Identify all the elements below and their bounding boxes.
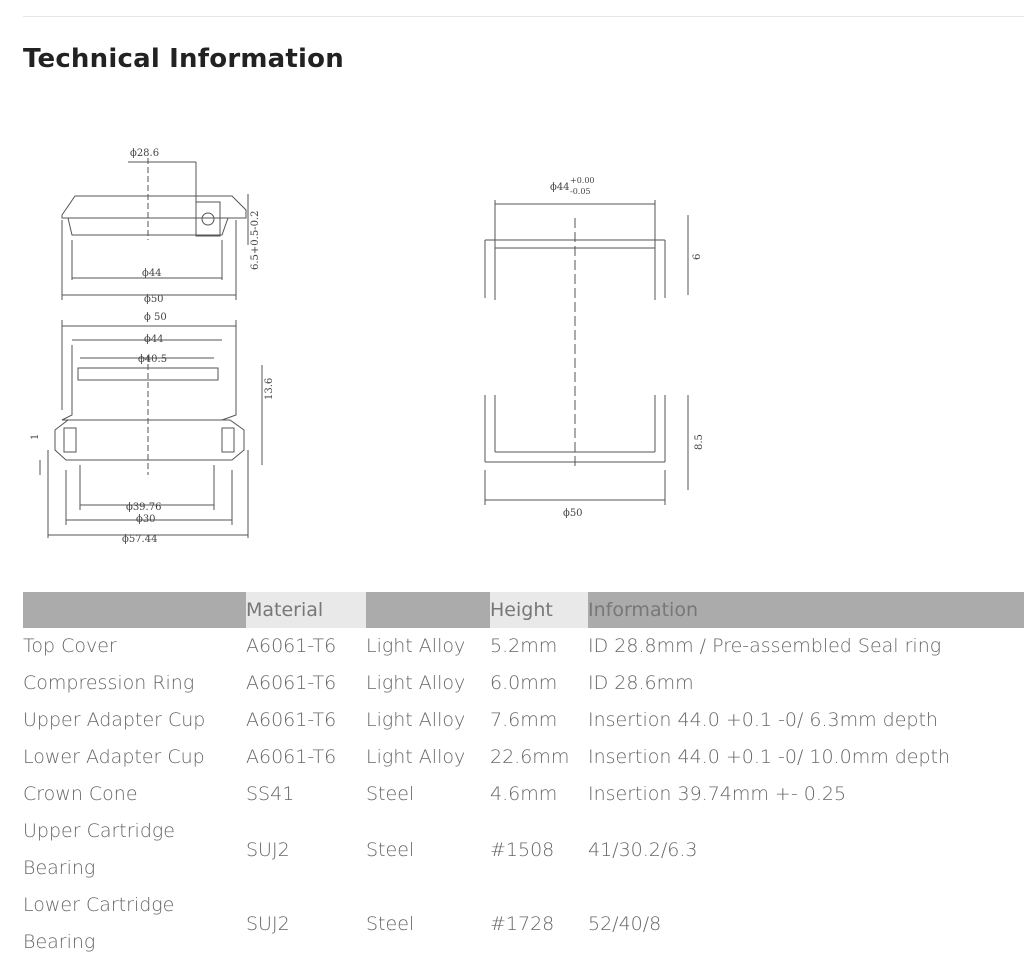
cell-part: Lower Adapter Cup [23,746,205,768]
svg-text:ϕ39.76: ϕ39.76 [126,502,161,513]
cell-part: Compression Ring [23,672,195,694]
cell-height: 22.6mm [490,746,570,768]
cell-part: Upper Cartridge Bearing [23,820,175,879]
svg-text:6.5+0.5-0.2: 6.5+0.5-0.2 [250,211,261,270]
cell-material-type: Steel [366,838,415,861]
spec-table: Material Height Information Top Cover A6… [23,592,1024,961]
upper-cup-outline-right [484,239,666,298]
header-height: Height [490,592,588,628]
cell-information: ID 28.6mm [588,672,694,694]
table-row: Upper Adapter Cup A6061-T6 Light Alloy 7… [23,702,1024,739]
compression-ring-outline [67,217,229,236]
cell-height: #1728 [490,912,555,935]
cell-part: Crown Cone [23,783,138,805]
header-information: Information [588,592,1024,628]
top-divider [23,16,1024,17]
svg-text:ϕ50: ϕ50 [144,294,164,305]
svg-text:8.5: 8.5 [694,434,705,450]
table-row: Lower Cartridge Bearing SUJ2 Steel #1728… [23,887,1024,961]
cell-height: 7.6mm [490,709,558,731]
table-row: Lower Adapter Cup A6061-T6 Light Alloy 2… [23,739,1024,776]
svg-text:13.6: 13.6 [264,378,275,400]
lower-bearing-outline [54,419,245,461]
cell-material-type: Steel [366,912,415,935]
cell-material: A6061-T6 [246,709,337,731]
top-cover-outline [61,195,247,219]
spec-table-header: Material Height Information [23,592,1024,628]
svg-text:ϕ44: ϕ44 [142,268,162,279]
svg-text:ϕ 50: ϕ 50 [144,312,167,323]
cell-part: Top Cover [23,635,117,657]
svg-text:ϕ40.5: ϕ40.5 [138,354,167,365]
cell-material: SS41 [246,783,295,805]
cell-information: 52/40/8 [588,912,662,935]
cell-material-type: Light Alloy [366,672,466,694]
svg-text:ϕ30: ϕ30 [136,514,156,525]
cell-material-type: Light Alloy [366,635,466,657]
cell-part: Upper Adapter Cup [23,709,206,731]
cell-material: SUJ2 [246,912,290,935]
header-material: Material [246,592,366,628]
cell-height: #1508 [490,838,555,861]
cell-height: 5.2mm [490,635,558,657]
cell-height: 4.6mm [490,783,558,805]
table-row: Compression Ring A6061-T6 Light Alloy 6.… [23,665,1024,702]
lower-cup-outline-right [484,395,666,463]
svg-text:+0.00: +0.00 [570,176,595,185]
cell-material: A6061-T6 [246,746,337,768]
seal-ring-outline [195,201,221,237]
cell-material-type: Light Alloy [366,746,466,768]
cell-height: 6.0mm [490,672,558,694]
cell-part: Lower Cartridge Bearing [23,894,175,953]
section-title: Technical Information [23,44,344,74]
svg-text:ϕ44: ϕ44 [144,334,164,345]
cell-material-type: Steel [366,783,415,805]
svg-text:-0.05: -0.05 [570,187,591,196]
cell-information: Insertion 44.0 +0.1 -0/ 10.0mm depth [588,746,951,768]
cell-material: A6061-T6 [246,635,337,657]
table-row: Upper Cartridge Bearing SUJ2 Steel #1508… [23,813,1024,887]
svg-text:ϕ28.6: ϕ28.6 [130,148,159,159]
svg-text:ϕ50: ϕ50 [563,508,583,519]
svg-text:6: 6 [692,254,703,260]
header-material-type [366,592,490,628]
svg-text:1: 1 [30,434,41,440]
cell-information: 41/30.2/6.3 [588,838,698,861]
cell-material: A6061-T6 [246,672,337,694]
cell-information: ID 28.8mm / Pre-assembled Seal ring [588,635,942,657]
svg-text:ϕ44: ϕ44 [550,182,570,193]
table-row: Crown Cone SS41 Steel 4.6mm Insertion 39… [23,776,1024,813]
dimension-labels: ϕ28.6 ϕ44 ϕ50 6.5+0.5-0.2 ϕ 50 ϕ44 ϕ40.5… [30,148,705,545]
svg-text:ϕ57.44: ϕ57.44 [122,534,157,545]
cell-material-type: Light Alloy [366,709,466,731]
table-row: Top Cover A6061-T6 Light Alloy 5.2mm ID … [23,628,1024,665]
headset-schematic: ϕ28.6 ϕ44 ϕ50 6.5+0.5-0.2 ϕ 50 ϕ44 ϕ40.5… [30,148,705,545]
cell-information: Insertion 39.74mm +- 0.25 [588,783,847,805]
technical-drawing: ϕ28.6 ϕ44 ϕ50 6.5+0.5-0.2 ϕ 50 ϕ44 ϕ40.5… [0,130,1024,560]
cell-information: Insertion 44.0 +0.1 -0/ 6.3mm depth [588,709,938,731]
cell-material: SUJ2 [246,838,290,861]
header-part [23,592,246,628]
